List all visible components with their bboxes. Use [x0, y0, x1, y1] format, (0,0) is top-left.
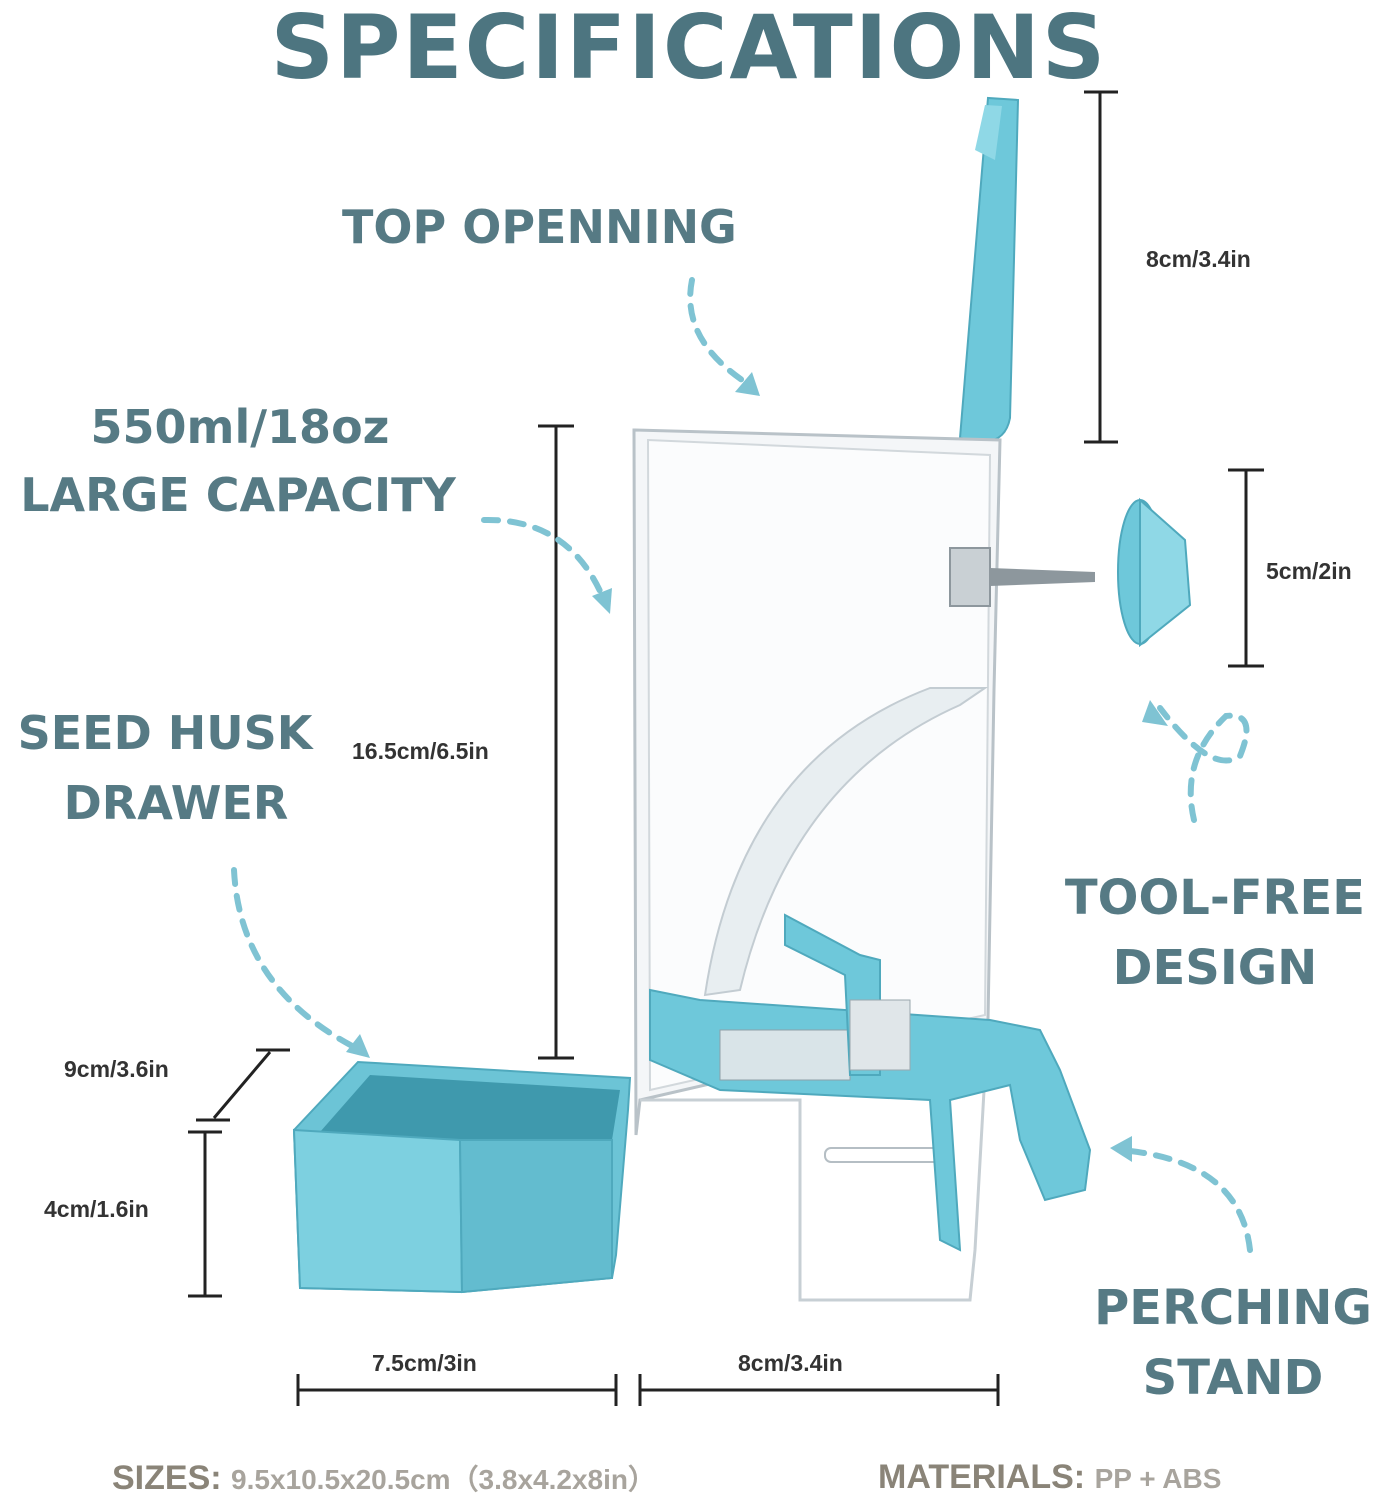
materials-value: PP + ABS	[1094, 1463, 1222, 1494]
perch-diameter-dimension: 5cm/2in	[1266, 558, 1352, 584]
materials-label: MATERIALS:	[878, 1458, 1086, 1496]
sizes-row: SIZES: 9.5x10.5x20.5cm（3.8x4.2x8in）	[112, 1458, 656, 1498]
arrow-heads	[346, 372, 1168, 1162]
drawer-illustration	[292, 1060, 632, 1294]
seed-husk-label: SEED HUSK	[17, 706, 313, 760]
lid-illustration	[958, 96, 1020, 444]
body-width-dimension: 8cm/3.4in	[738, 1350, 843, 1376]
tool-free-label: TOOL-FREE	[1064, 870, 1366, 926]
perch-disc-illustration	[1117, 497, 1192, 648]
feeder-body-illustration	[632, 428, 1095, 1302]
materials-row: MATERIALS: PP + ABS	[878, 1458, 1221, 1497]
stand-label: STAND	[1142, 1350, 1324, 1406]
capacity-value-label: 550ml/18oz	[90, 400, 390, 454]
body-height-dimension: 16.5cm/6.5in	[352, 738, 489, 764]
measurement-lines	[188, 90, 1264, 1406]
seed-tray-illustration	[649, 913, 1092, 1252]
capacity-label: LARGE CAPACITY	[20, 468, 456, 522]
sizes-label: SIZES:	[112, 1459, 222, 1497]
page-title: SPECIFICATIONS	[270, 0, 1108, 99]
sizes-value: 9.5x10.5x20.5cm（3.8x4.2x8in）	[231, 1464, 657, 1495]
drawer-width-dimension: 7.5cm/3in	[372, 1350, 477, 1376]
lid-height-dimension: 8cm/3.4in	[1146, 246, 1251, 272]
drawer-label: DRAWER	[63, 776, 289, 830]
perching-label: PERCHING	[1094, 1280, 1372, 1336]
top-opening-label: TOP OPENNING	[342, 200, 737, 254]
design-label: DESIGN	[1112, 940, 1318, 996]
drawer-height-dimension: 4cm/1.6in	[44, 1196, 149, 1222]
drawer-depth-dimension: 9cm/3.6in	[64, 1056, 169, 1082]
callout-arrows	[231, 277, 1253, 1253]
